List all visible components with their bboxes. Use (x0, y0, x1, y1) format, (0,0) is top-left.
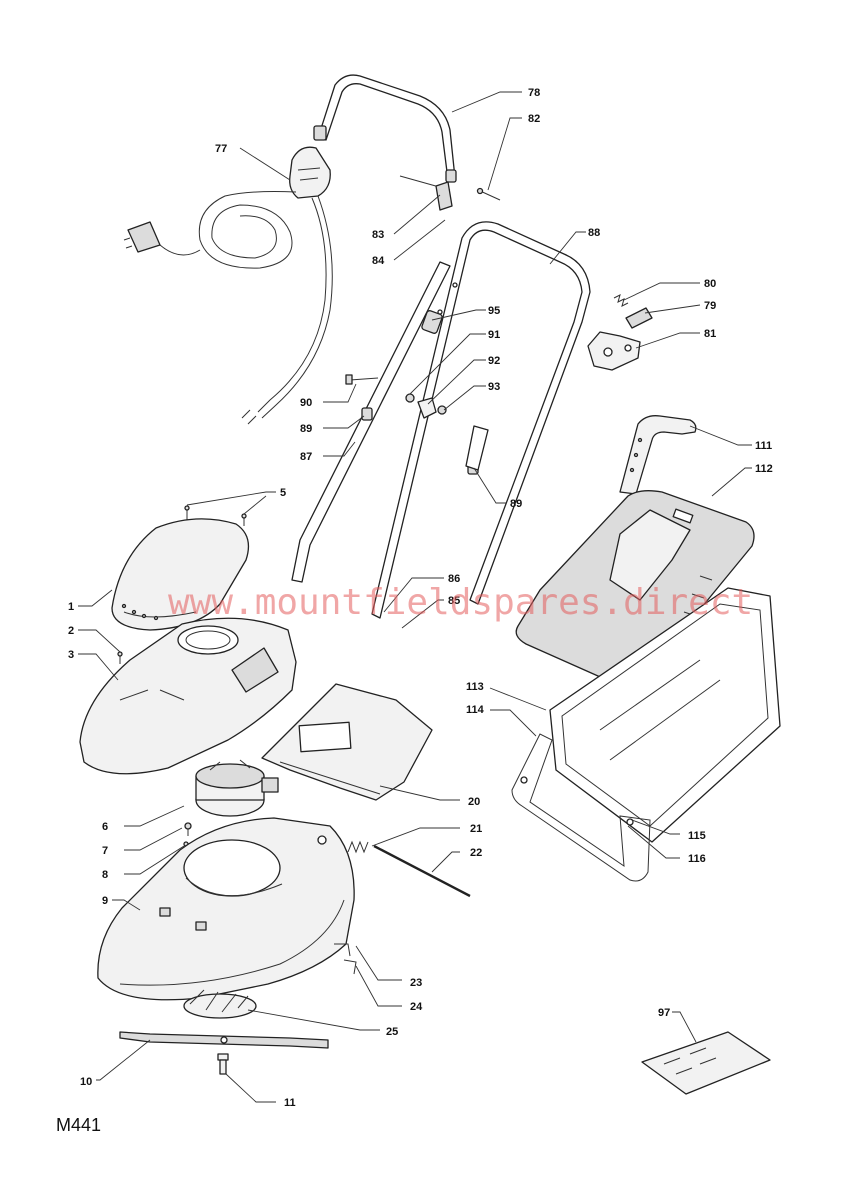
bolt-part-90 (345, 374, 379, 385)
callout-85: 85 (448, 595, 460, 607)
callout-10: 10 (80, 1076, 92, 1088)
screw-part-5 (184, 505, 247, 526)
callout-116: 116 (688, 853, 706, 865)
cable-clip-part-83 (399, 175, 453, 211)
callout-8: 8 (102, 869, 108, 881)
callout-2: 2 (68, 625, 74, 637)
chute-flap-part-20 (261, 683, 433, 801)
callout-89: 89 (300, 423, 312, 435)
callout-23: 23 (410, 977, 422, 989)
callout-79: 79 (704, 300, 716, 312)
motor-cover-part-1 (111, 518, 250, 631)
bolt-part-11 (217, 1053, 229, 1075)
callout-6: 6 (102, 821, 108, 833)
grassbox-frame-part-114 (511, 733, 651, 882)
callout-90: 90 (300, 397, 312, 409)
callout-91: 91 (488, 329, 500, 341)
spring-part-80 (613, 294, 629, 307)
knob-part-91 (405, 393, 415, 403)
deck-part-9 (97, 817, 355, 1001)
callout-77: 77 (215, 143, 227, 155)
switch-box-cable-part-77 (123, 146, 333, 425)
main-handle-frame-part-88 (291, 221, 591, 619)
callout-84: 84 (372, 255, 385, 267)
rod-part-22 (373, 844, 471, 898)
diagram-reference-code: M441 (56, 1115, 101, 1135)
callout-78: 78 (528, 87, 540, 99)
washer-part-93 (437, 405, 447, 415)
chassis-cover-part-3 (79, 617, 297, 775)
callout-9: 9 (102, 895, 108, 907)
callout-97: 97 (658, 1007, 670, 1019)
grassbox-lid-part-112 (515, 490, 755, 687)
callout-114: 114 (466, 704, 485, 716)
parts-bag-part-97 (641, 1031, 771, 1095)
callout-95: 95 (488, 305, 500, 317)
catch-part-79 (625, 307, 653, 329)
knob-part-89-left (361, 407, 373, 421)
callout-115: 115 (688, 830, 706, 842)
callout-93: 93 (488, 381, 500, 393)
callout-5: 5 (280, 487, 286, 499)
spring-part-21 (347, 840, 369, 854)
leader-lines (78, 91, 752, 1103)
clip-part-23 (334, 943, 351, 957)
callout-21: 21 (470, 823, 482, 835)
upper-handle-part-78 (313, 74, 457, 183)
screw-part-2 (117, 651, 123, 664)
callout-81: 81 (704, 328, 716, 340)
callout-83: 83 (372, 229, 384, 241)
fan-part-25 (183, 989, 257, 1019)
motor-part-6 (195, 759, 279, 817)
hand-part-87-bracket (465, 425, 489, 471)
callout-112: 112 (755, 463, 773, 475)
blade-part-10 (119, 1031, 329, 1049)
knob-part-92 (417, 397, 437, 419)
callout-22: 22 (470, 847, 482, 859)
callout-82: 82 (528, 113, 540, 125)
callout-80: 80 (704, 278, 716, 290)
callout-86: 86 (448, 573, 460, 585)
callout-24: 24 (410, 1001, 423, 1013)
bracket-part-81 (587, 331, 641, 371)
callout-111: 111 (755, 440, 772, 452)
callout-7: 7 (102, 845, 108, 857)
callout-3: 3 (68, 649, 74, 661)
callout-20: 20 (468, 796, 480, 808)
callout-88: 88 (588, 227, 600, 239)
watermark-text: www.mountfieldspares.direct (168, 582, 753, 623)
callout-89: 89 (510, 498, 522, 510)
callout-labels: 78 82 77 83 84 88 80 79 81 95 91 92 93 9… (68, 87, 773, 1109)
screw-part-7 (184, 822, 192, 836)
grassbox-handle-part-111 (619, 415, 697, 495)
callout-1: 1 (68, 601, 74, 613)
callout-92: 92 (488, 355, 500, 367)
pin-part-82 (476, 187, 501, 201)
callout-11: 11 (284, 1097, 296, 1109)
grassbox-basket-part-113 (549, 587, 781, 843)
clip-part-24 (343, 959, 357, 975)
callout-25: 25 (386, 1026, 398, 1038)
callout-113: 113 (466, 681, 484, 693)
callout-87: 87 (300, 451, 312, 463)
